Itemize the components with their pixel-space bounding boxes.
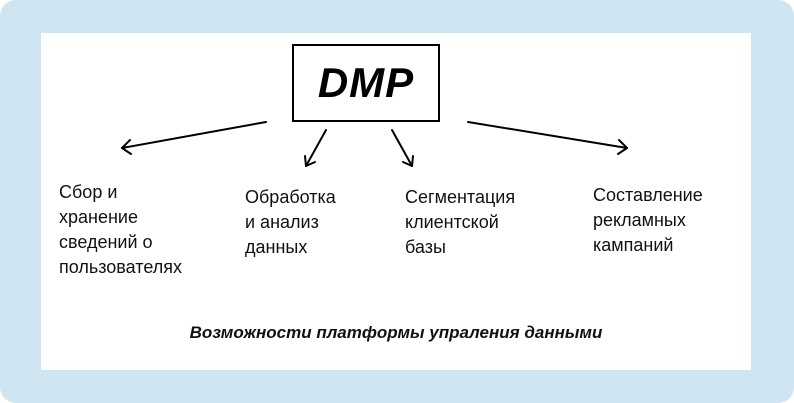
label-line: клиентской [405,212,499,232]
label-line: сведений о [59,232,153,252]
arrow-2 [304,129,327,167]
arrow-4 [467,121,628,155]
label-line: Сбор и [59,182,118,202]
branch-processing: Обработка и анализ данных [245,185,336,260]
label-line: Сегментация [405,187,516,207]
arrow-3 [391,129,414,167]
label-line: хранение [59,207,138,227]
diagram-caption: Возможности платформы упраления данными [189,323,603,342]
arrow-1 [121,121,267,155]
label-line: Составление [593,185,703,205]
label-line: рекламных [593,210,686,230]
diagram-panel [41,33,751,370]
branch-segmentation: Сегментация клиентской базы [405,185,515,260]
label-line: данных [245,237,308,257]
label-line: и анализ [245,212,319,232]
label-line: пользователях [59,257,182,277]
label-line: Обработка [245,187,336,207]
branch-campaigns: Составление рекламных кампаний [593,183,703,258]
branch-data-collection: Сбор и хранение сведений о пользователях [59,180,182,280]
label-line: базы [405,237,446,257]
dmp-title: DMP [317,59,415,106]
label-line: кампаний [593,235,674,255]
dmp-node: DMP [292,44,440,122]
